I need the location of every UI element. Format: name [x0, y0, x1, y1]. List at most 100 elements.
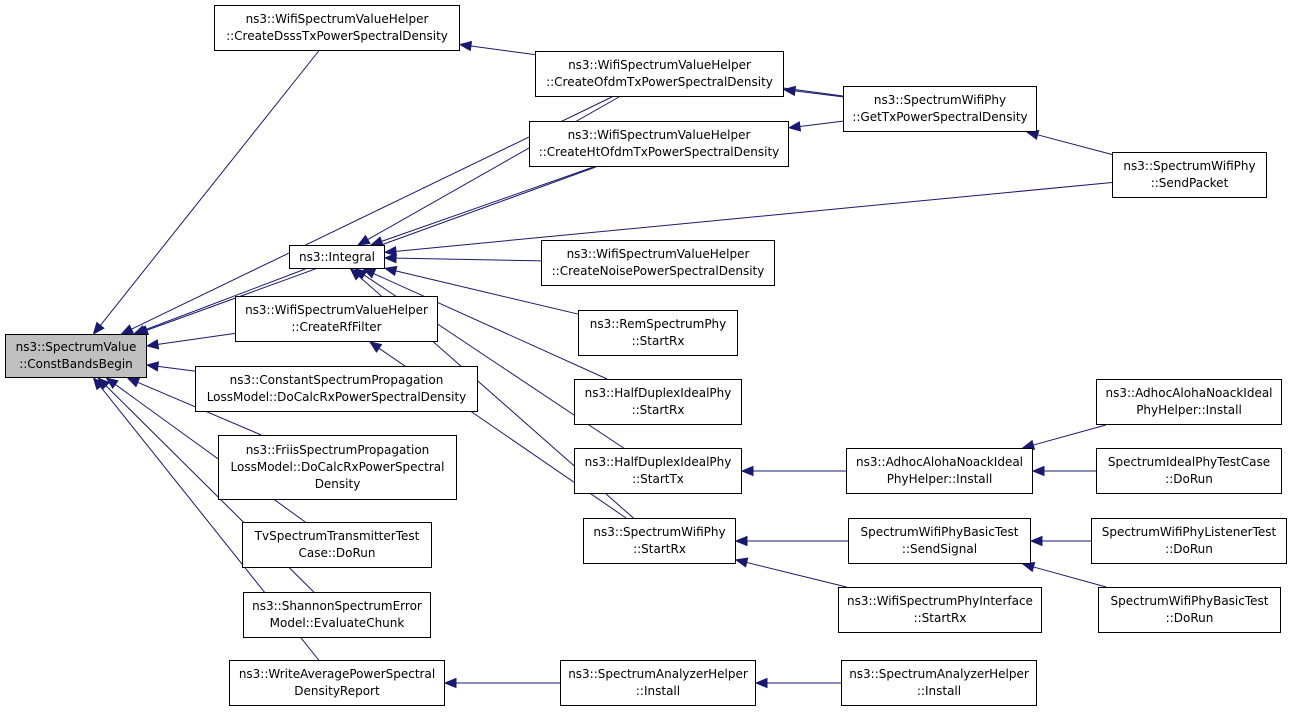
node-send-packet[interactable]: ns3::SpectrumWifiPhy ::SendPacket — [1112, 152, 1267, 198]
arrowhead-wsp-if-startrx-to-swp-startrx — [734, 557, 749, 568]
edge-integral-to-root — [144, 268, 306, 331]
node-create-ofdm-line-1: ns3::WifiSpectrumValueHelper — [568, 58, 751, 72]
node-ideal-test[interactable]: SpectrumIdealPhyTestCase ::DoRun — [1096, 448, 1282, 494]
node-friis-prop-line-3: Density — [314, 477, 361, 491]
node-basic-test-line-1: SpectrumWifiPhyBasicTest — [1110, 594, 1269, 608]
node-send-packet-line-1: ns3::SpectrumWifiPhy — [1123, 159, 1256, 173]
node-adhoc-install[interactable]: ns3::AdhocAlohaNoackIdeal PhyHelper::Ins… — [846, 448, 1033, 494]
edge-create-ht-ofdm-to-integral — [381, 166, 594, 242]
node-listener-test[interactable]: SpectrumWifiPhyListenerTest ::DoRun — [1091, 518, 1287, 564]
arrowhead-swp-startrx-to-create-rf-filter — [368, 341, 383, 353]
node-sa-install-line-2: ::Install — [635, 684, 681, 698]
node-friis-prop[interactable]: ns3::FriisSpectrumPropagation LossModel:… — [218, 435, 457, 500]
arrowhead-listener-test-to-swp-sendsignal — [1029, 535, 1043, 547]
node-swp-startrx[interactable]: ns3::SpectrumWifiPhy ::StartRx — [583, 518, 736, 564]
edge-adhoc-install-2-to-adhoc-install — [1033, 424, 1106, 446]
node-create-noise[interactable]: ns3::WifiSpectrumValueHelper ::CreateNoi… — [541, 240, 775, 286]
node-get-tx-psd-line-2: ::GetTxPowerSpectralDensity — [852, 110, 1028, 124]
node-shannon-line-1: ns3::ShannonSpectrumError — [252, 599, 422, 613]
arrowhead-create-ofdm-to-root — [120, 324, 135, 335]
node-rem-startrx-line-1: ns3::RemSpectrumPhy — [589, 317, 727, 331]
node-constant-prop-line-2: LossModel::DoCalcRxPowerSpectralDensity — [206, 390, 467, 404]
arrowhead-tv-test-to-root — [105, 377, 119, 389]
edge-get-tx-psd-to-create-ofdm — [794, 90, 844, 98]
node-get-tx-psd[interactable]: ns3::SpectrumWifiPhy ::GetTxPowerSpectra… — [843, 86, 1037, 132]
node-ideal-test-line-1: SpectrumIdealPhyTestCase — [1107, 455, 1271, 469]
node-sa-install-line-1: ns3::SpectrumAnalyzerHelper — [568, 667, 748, 681]
node-sa-install-2[interactable]: ns3::SpectrumAnalyzerHelper ::Install — [841, 660, 1037, 706]
node-swp-startrx-line-1: ns3::SpectrumWifiPhy — [593, 525, 726, 539]
node-ideal-test-line-2: ::DoRun — [1165, 472, 1213, 486]
edge-get-tx-psd-to-create-ht-ofdm — [799, 120, 844, 127]
arrowhead-create-rf-filter-to-root — [145, 339, 160, 350]
node-wsp-if-startrx-line-1: ns3::WifiSpectrumPhyInterface — [847, 594, 1033, 608]
arrowhead-swp-startrx-to-integral — [349, 268, 363, 281]
node-create-ht-ofdm[interactable]: ns3::WifiSpectrumValueHelper ::CreateHtO… — [529, 121, 789, 167]
node-tv-test-line-2: Case::DoRun — [298, 546, 376, 560]
arrowhead-ideal-test-to-adhoc-install — [1031, 465, 1045, 477]
node-basic-test[interactable]: SpectrumWifiPhyBasicTest ::DoRun — [1098, 587, 1281, 633]
edge-send-packet-to-get-tx-psd — [1037, 134, 1113, 155]
node-write-avg[interactable]: ns3::WriteAveragePowerSpectral DensityRe… — [229, 660, 445, 706]
node-write-avg-line-2: DensityReport — [294, 684, 380, 698]
node-wsp-if-startrx-line-2: ::StartRx — [913, 611, 967, 625]
node-create-rf-filter-line-2: ::CreateRfFilter — [291, 320, 382, 334]
node-sa-install-2-line-1: ns3::SpectrumAnalyzerHelper — [849, 667, 1029, 681]
node-swp-sendsignal-line-1: SpectrumWifiPhyBasicTest — [860, 525, 1019, 539]
node-create-ht-ofdm-line-1: ns3::WifiSpectrumValueHelper — [567, 128, 751, 142]
arrowhead-create-dsss-to-root — [92, 321, 105, 336]
node-constant-prop[interactable]: ns3::ConstantSpectrumPropagation LossMod… — [195, 366, 478, 412]
node-shannon[interactable]: ns3::ShannonSpectrumError Model::Evaluat… — [243, 592, 431, 638]
node-root-line-1: ns3::SpectrumValue — [15, 340, 137, 354]
node-sa-install-2-line-2: ::Install — [916, 684, 962, 698]
node-root: ns3::SpectrumValue ::ConstBandsBegin — [5, 334, 147, 378]
node-swp-sendsignal-line-2: ::SendSignal — [901, 542, 978, 556]
edge-hd-startrx-to-integral — [373, 273, 608, 380]
node-swp-sendsignal[interactable]: SpectrumWifiPhyBasicTest ::SendSignal — [848, 518, 1031, 564]
arrowhead-sa-install-2-to-sa-install — [754, 677, 768, 689]
node-create-dsss-line-2: ::CreateDsssTxPowerSpectralDensity — [226, 29, 448, 43]
arrowhead-get-tx-psd-to-create-ofdm — [782, 85, 797, 97]
arrowhead-get-tx-psd-to-create-ht-ofdm — [787, 121, 802, 132]
edge-wsp-if-startrx-to-swp-startrx — [746, 561, 847, 588]
node-hd-starttx-line-2: ::StartTx — [632, 472, 684, 486]
node-adhoc-install-2-line-1: ns3::AdhocAlohaNoackIdeal — [1105, 386, 1273, 400]
node-hd-starttx-line-1: ns3::HalfDuplexIdealPhy — [584, 455, 732, 469]
edge-create-rf-filter-to-root — [157, 332, 236, 345]
edge-send-packet-to-integral — [395, 181, 1113, 252]
node-hd-startrx-line-1: ns3::HalfDuplexIdealPhy — [584, 386, 732, 400]
node-tv-test-line-1: TvSpectrumTransmitterTest — [254, 529, 420, 543]
edge-create-dsss-to-root — [99, 50, 320, 326]
node-tv-test[interactable]: TvSpectrumTransmitterTest Case::DoRun — [242, 522, 432, 568]
node-wsp-if-startrx[interactable]: ns3::WifiSpectrumPhyInterface ::StartRx — [838, 587, 1042, 633]
arrowhead-constant-prop-to-root — [145, 361, 160, 372]
node-create-rf-filter[interactable]: ns3::WifiSpectrumValueHelper ::CreateRfF… — [235, 296, 438, 342]
arrowhead-adhoc-install-to-hd-starttx — [740, 465, 754, 477]
node-hd-startrx-line-2: ::StartRx — [631, 403, 685, 417]
arrowhead-get-tx-psd-to-create-dsss — [458, 40, 473, 52]
node-adhoc-install-2[interactable]: ns3::AdhocAlohaNoackIdeal PhyHelper::Ins… — [1096, 379, 1282, 425]
node-create-noise-line-2: ::CreateNoisePowerSpectralDensity — [551, 264, 765, 278]
arrowhead-create-noise-to-integral — [383, 252, 397, 264]
node-swp-startrx-line-2: ::StartRx — [633, 542, 686, 556]
node-root-line-2: ::ConstBandsBegin — [19, 357, 133, 371]
node-rem-startrx[interactable]: ns3::RemSpectrumPhy ::StartRx — [578, 310, 738, 356]
edge-basic-test-to-swp-sendsignal — [1033, 566, 1107, 588]
node-listener-test-line-2: ::DoRun — [1165, 542, 1213, 556]
arrowhead-friis-prop-to-root — [126, 377, 141, 388]
node-hd-starttx[interactable]: ns3::HalfDuplexIdealPhy ::StartTx — [574, 448, 742, 494]
arrowhead-swp-sendsignal-to-swp-startrx — [734, 535, 748, 547]
arrowhead-write-avg-to-root — [92, 376, 105, 391]
node-create-dsss[interactable]: ns3::WifiSpectrumValueHelper ::CreateDss… — [214, 5, 460, 51]
node-create-ofdm[interactable]: ns3::WifiSpectrumValueHelper ::CreateOfd… — [535, 51, 784, 97]
node-hd-startrx[interactable]: ns3::HalfDuplexIdealPhy ::StartRx — [574, 379, 742, 425]
arrowhead-send-packet-to-integral — [383, 246, 397, 257]
edge-create-ofdm-to-integral — [367, 96, 620, 241]
node-friis-prop-line-1: ns3::FriisSpectrumPropagation — [245, 443, 430, 457]
node-get-tx-psd-line-1: ns3::SpectrumWifiPhy — [873, 93, 1007, 107]
node-sa-install[interactable]: ns3::SpectrumAnalyzerHelper ::Install — [560, 660, 756, 706]
node-integral[interactable]: ns3::Integral — [289, 245, 385, 269]
node-constant-prop-line-1: ns3::ConstantSpectrumPropagation — [229, 373, 444, 387]
arrowhead-rem-startrx-to-integral — [383, 265, 398, 277]
